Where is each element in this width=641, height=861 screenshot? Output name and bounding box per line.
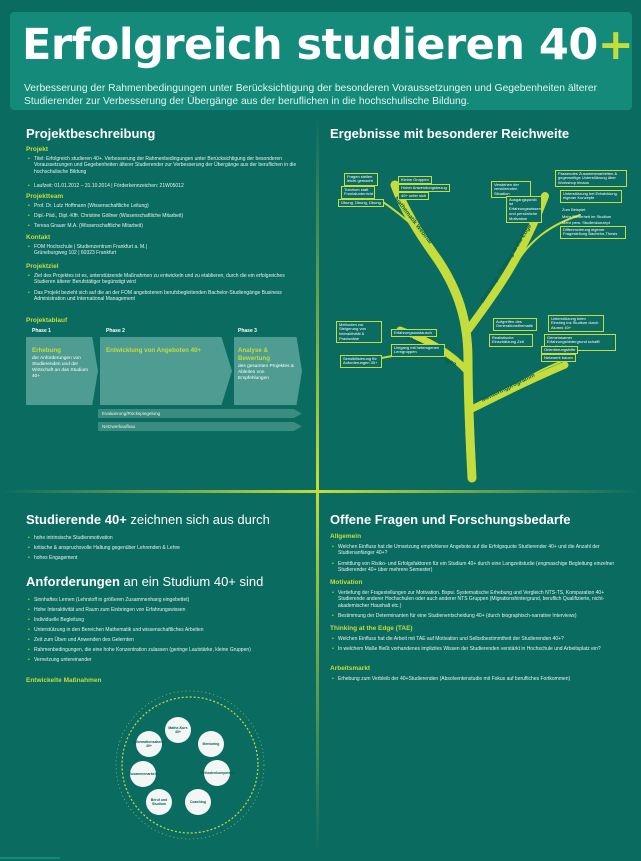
phase-3-head: Phase 3	[238, 328, 257, 334]
massnahme-circle: Zusammenarbeit	[129, 761, 157, 787]
tag: Differenzierung eigener Fragestellung Ba…	[560, 226, 626, 239]
tag: Erfahrungsaustausch	[391, 329, 437, 337]
offene-item: Ermittlung von Risiko- und Erfolgsfaktor…	[332, 561, 627, 574]
kontakt-label: Kontakt	[26, 234, 51, 241]
ziel-item: Das Projekt bezieht sich auf die an der …	[28, 290, 298, 303]
projekt-item: Titel: Erfolgreich studieren 40+. Verbes…	[28, 156, 298, 175]
ziel-label: Projektziel	[26, 263, 59, 270]
anforderungen-heading: Anforderungen an ein Studium 40+ sind	[26, 574, 264, 589]
massnahmen-label: Entwickelte Maßnahmen	[26, 677, 102, 684]
tag: Kleine Gruppen	[398, 176, 432, 184]
offene-item: Welchen Einfluss hat die Arbeit mit TAE …	[332, 636, 627, 643]
kontakt-item: FOM Hochschule | Studienzentrum Frankfur…	[28, 244, 178, 257]
offene-section-label: Arbeitsmarkt	[330, 665, 371, 672]
team-item: Dipl.-Päd., Dipl.-Kffr. Christine Göllne…	[28, 213, 298, 220]
footer-accent	[0, 857, 60, 859]
massnahme-circle: Mathe-Kurs 40+	[165, 717, 191, 743]
offene-section-label: Motivation	[330, 579, 363, 586]
phase-3-body: des gesamten Projektes & Ableiten von Em…	[238, 364, 294, 381]
tag: Hoher Anwendungsbezug	[398, 184, 450, 192]
offene-item: In welchem Maße fließt vorhandenes impli…	[332, 646, 627, 653]
tag: Ausgangspunkt ist Erfahrungswissen und p…	[506, 196, 542, 223]
studierende-item: kritische & anspruchsvolle Haltung gegen…	[28, 545, 298, 552]
offene-item: Erhebung zum Verbleib der 40+Studierende…	[332, 676, 627, 683]
tag: Tutorium statt Frontalunterricht	[341, 186, 375, 199]
offene-section-label: Allgemein	[330, 533, 362, 540]
tag: Sensibilisierung für Anforderungen 40+	[340, 355, 382, 368]
phase-1-box	[26, 337, 98, 405]
projekt-label: Projekt	[26, 146, 49, 153]
ziel-item: Ziel des Projektes ist es, unterstützend…	[28, 273, 298, 286]
anforderung-item: Zeit zum Üben und Anwenden des Gelernten	[28, 637, 303, 644]
header-banner: Erfolgreich studieren 40+ Verbesserung d…	[10, 12, 634, 110]
tag: Unterstützung bei Entwicklung eigener Ko…	[560, 190, 622, 203]
offene-section-label: Thinking at the Edge (TAE)	[330, 625, 413, 632]
tag: Methoden zur Steigerung von Interaktivit…	[336, 321, 382, 344]
massnahme-circle: Beruf und Studium	[146, 789, 172, 815]
phase-1-head: Phase 1	[32, 328, 51, 334]
tag: Realistische Einschätzung Zeit	[489, 334, 533, 347]
tag: Passendes Zusammenarbeiten & gegenseitig…	[555, 170, 627, 188]
tag: Aufgreifen des Generationsthematik	[493, 318, 537, 331]
phase-1-title: Erhebung	[32, 347, 61, 354]
offene-item: Vertiefung der Fragestellungen zur Motiv…	[332, 590, 627, 609]
tag: Fragen stellen leicht gemacht	[344, 173, 378, 186]
tag: Unterstützung beim Einstieg ins Studium …	[548, 315, 604, 333]
offene-heading: Offene Fragen und Forschungsbedarfe	[330, 512, 571, 527]
massnahme-circle: Informationsabend 40+	[133, 731, 165, 757]
projekt-heading: Projektbeschreibung	[26, 126, 156, 141]
tag: Übung, Übung, Übung	[338, 199, 384, 207]
ablauf-label: Projektablauf	[26, 317, 68, 324]
phase-3-box	[234, 337, 302, 405]
team-label: Projektteam	[26, 193, 64, 200]
studierende-item: hohes Engagement	[28, 555, 298, 562]
tag: Zum Beispiel:	[562, 206, 587, 212]
team-item: Teresa Grauer M.A. (Wissenschaftliche Mi…	[28, 223, 298, 230]
offene-item: Bestimmung der Determinanten für eine St…	[332, 613, 627, 620]
tag: Mehr pers. Studienkonzept	[562, 219, 610, 225]
massnahme-circle: Mentoring	[198, 731, 224, 757]
evaluierung-bar: Evaluierung/Rückspiegelung	[98, 409, 302, 418]
anforderung-item: Unterstützung in den Bereichen Mathemati…	[28, 627, 303, 634]
netzwerk-bar: Netzwerkaufbau	[98, 422, 302, 431]
phase-3-title: Analyse & Bewertung	[238, 347, 270, 362]
page-title: Erfolgreich studieren 40+	[22, 20, 634, 70]
phase-2-box	[100, 337, 232, 405]
phase-1-body: der Anforderungen von Studierenden und d…	[32, 356, 88, 379]
anforderung-item: Hohe Interaktivität und Raum zum Einbrin…	[28, 607, 303, 614]
tag: Orientierungshilfe	[541, 346, 579, 354]
page-subtitle: Verbesserung der Rahmenbedingungen unter…	[24, 83, 598, 107]
phase-2-head: Phase 2	[106, 328, 125, 334]
studierende-item: hohe intrinsische Studienmotivation	[28, 535, 298, 542]
tag: Umgang mit heterogenen Lerngruppen	[391, 344, 445, 357]
tag: 40+ unter sich	[398, 192, 430, 200]
massnahme-circle: Methodenkompetenz	[200, 760, 234, 786]
studierende-heading: Studierende 40+ zeichnen sich aus durch	[26, 512, 270, 527]
tag: Mehr Sicherheit im Studium	[562, 213, 612, 219]
anforderung-item: Rahmenbedingungen, die eine hohe Konzent…	[28, 647, 303, 654]
phase-2-title: Entwicklung von Angeboten 40+	[106, 347, 202, 354]
projekt-item: Laufzeit: 01.01.2012 – 31.10.2014 | Förd…	[28, 183, 298, 190]
ergebnisse-heading: Ergebnisse mit besonderer Reichweite	[330, 126, 570, 141]
anforderung-item: Sinnhaftes Lernen (Lehrstoff in größeren…	[28, 597, 303, 604]
anforderung-item: Vernetzung untereinander	[28, 657, 303, 664]
team-item: Prof. Dr. Lutz Hoffmann (Wissenschaftlic…	[28, 203, 298, 210]
anforderung-item: Individuelle Begleitung	[28, 617, 303, 624]
offene-item: Welchen Einfluss hat die Umsetzung empfo…	[332, 544, 627, 557]
tag: Netzwerk bauen	[541, 354, 576, 362]
massnahme-circle: Coaching	[185, 789, 211, 815]
